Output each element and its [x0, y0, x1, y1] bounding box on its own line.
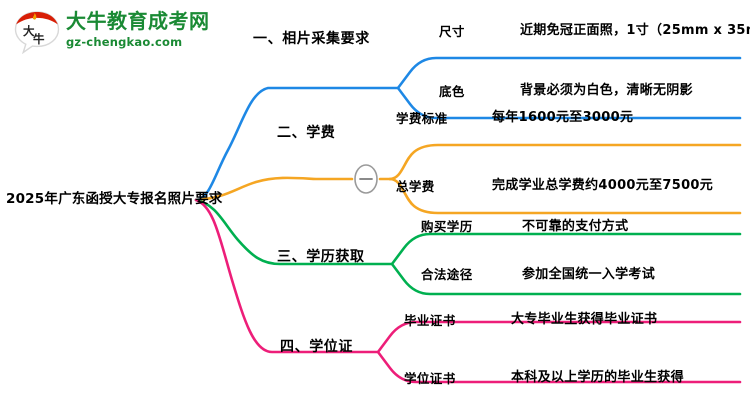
connector-root-branch-1: [194, 86, 400, 202]
branch-node-3[interactable]: 三、学历获取: [277, 249, 365, 265]
connector-root-branch-4: [194, 198, 380, 354]
leaf-node-2-2[interactable]: 完成学业总学费约4000元至7500元: [492, 178, 714, 193]
leaf-node-4-1[interactable]: 大专毕业生获得毕业证书: [511, 312, 658, 327]
sub-node-2-2[interactable]: 总学费: [396, 179, 435, 194]
leaf-node-1-2[interactable]: 背景必须为白色，清晰无阴影: [520, 83, 693, 98]
svg-text:大: 大: [23, 24, 35, 38]
connector-branch-2-fork-bottom: [388, 177, 742, 215]
svg-text:牛: 牛: [33, 32, 45, 46]
connector-branch-1-fork-bottom: [396, 86, 742, 120]
logo-name-cn: 大牛教育成考网: [66, 9, 210, 33]
branch-2-collapse-toggle[interactable]: [354, 164, 378, 194]
sub-node-2-1[interactable]: 学费标准: [396, 111, 448, 126]
bull-speech-bubble-icon: 大 牛: [14, 11, 60, 54]
sub-node-1-1[interactable]: 尺寸: [439, 24, 465, 39]
leaf-node-3-2[interactable]: 参加全国统一入学考试: [522, 267, 656, 282]
sub-node-4-1[interactable]: 毕业证书: [404, 313, 456, 328]
sub-node-1-2[interactable]: 底色: [439, 84, 465, 99]
leaf-node-1-1[interactable]: 近期免冠正面照，1寸（25mm x 35mm）: [520, 23, 750, 38]
connector-branch-1-fork-top: [396, 56, 742, 90]
connector-root-branch-3: [194, 198, 394, 266]
logo-text: 大牛教育成考网 gz-chengkao.com: [66, 9, 234, 50]
sub-node-3-1[interactable]: 购买学历: [421, 219, 473, 234]
sub-node-4-2[interactable]: 学位证书: [404, 371, 456, 386]
root-node[interactable]: 2025年广东函授大专报名照片要求: [6, 191, 223, 207]
connector-branch-4-fork-top: [376, 320, 742, 354]
branch-node-1[interactable]: 一、相片采集要求: [253, 31, 370, 47]
sub-node-3-2[interactable]: 合法途径: [421, 267, 473, 282]
leaf-node-2-1[interactable]: 每年1600元至3000元: [492, 110, 634, 125]
connector-branch-4-fork-bottom: [376, 350, 742, 384]
leaf-node-3-1[interactable]: 不可靠的支付方式: [522, 219, 629, 234]
connector-branch-2-fork-top: [388, 143, 742, 181]
connector-branch-3-fork-top: [390, 232, 742, 266]
branch-node-4[interactable]: 四、学位证: [280, 339, 353, 355]
leaf-node-4-2[interactable]: 本科及以上学历的毕业生获得: [511, 370, 684, 385]
connector-branch-3-fork-bottom: [390, 262, 742, 296]
site-logo: 大 牛 大牛教育成考网 gz-chengkao.com: [14, 6, 234, 58]
logo-name-en: gz-chengkao.com: [66, 35, 183, 49]
branch-node-2[interactable]: 二、学费: [277, 125, 336, 141]
connector-root-branch-2: [194, 176, 354, 202]
